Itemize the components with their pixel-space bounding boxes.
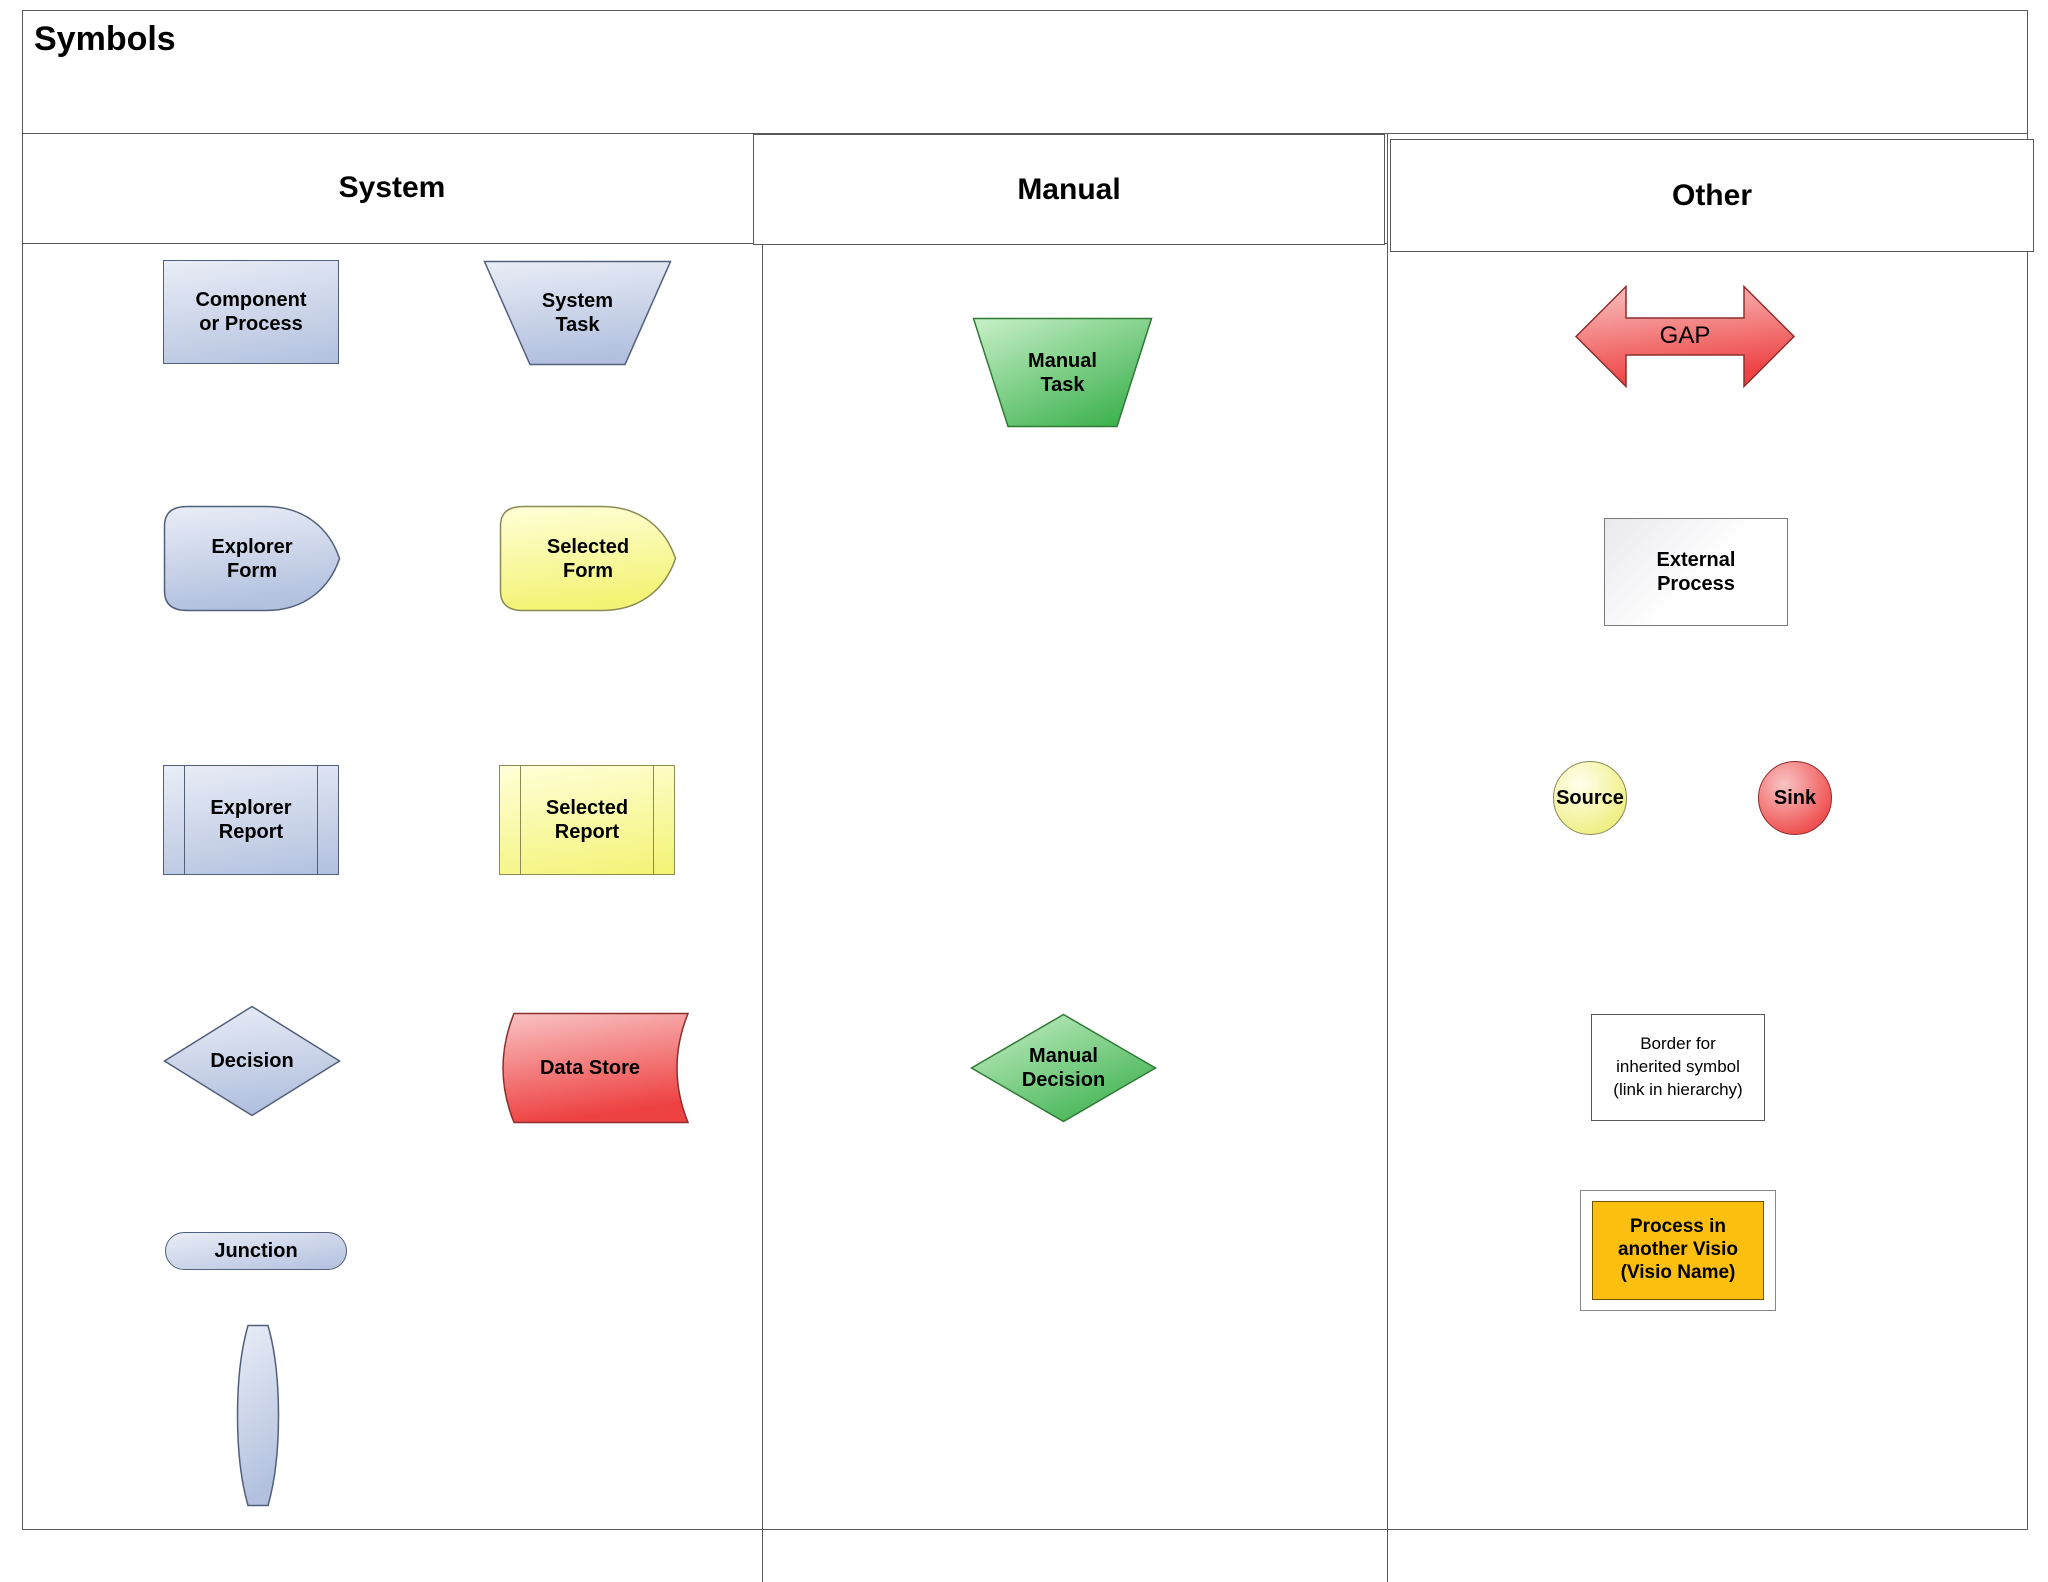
decision-label: Decision [210,1050,294,1072]
explorer-report-left-rule [184,766,185,874]
gap-label: GAP [1659,322,1711,350]
explorer-form-shape: Explorer Form [163,505,341,612]
selected-report-left-rule [520,766,521,874]
external-process-shape: External Process [1604,518,1788,626]
selected-report-label: Selected Report [545,797,629,843]
column-header-other: Other [1390,139,2034,252]
explorer-form-label: Explorer Form [211,535,293,582]
manual-task-label: Manual Task [1028,349,1097,396]
explorer-report-shape: Explorer Report [163,765,339,875]
process-another-visio-label: Process in another Visio (Visio Name) [1617,1216,1738,1283]
data-store-label: Data Store [539,1057,641,1079]
selected-form-label: Selected Form [546,535,630,582]
data-store-shape: Data Store [490,1012,690,1124]
sink-circle: Sink [1758,761,1832,835]
explorer-report-label: Explorer Report [210,797,292,843]
manual-decision-shape: Manual Decision [970,1013,1157,1123]
source-label: Source [1556,786,1624,809]
border-inherited-symbol-label: Border for inherited symbol (link in hie… [1613,1034,1743,1099]
gap-arrow-shape: GAP [1574,284,1796,389]
explorer-report-right-rule [317,766,318,874]
sink-label: Sink [1773,786,1817,809]
system-task-label: System Task [541,290,614,336]
page-title: Symbols [34,20,176,58]
junction-shape: Junction [165,1232,347,1270]
manual-header-label: Manual [1017,172,1121,206]
system-task-shape: System Task [483,260,672,366]
lens-shape [236,1324,280,1507]
junction-label: Junction [214,1239,298,1262]
outer-border [22,10,2028,1530]
system-header-label: System [338,171,446,204]
manual-task-shape: Manual Task [972,317,1153,428]
manual-decision-label: Manual Decision [1021,1045,1106,1091]
source-circle: Source [1553,761,1627,835]
selected-form-shape: Selected Form [499,505,677,612]
external-process-label: External Process [1656,549,1736,595]
process-another-visio-outer: Process in another Visio (Visio Name) [1580,1190,1776,1311]
column-header-system: System [22,133,762,243]
header-bottom-line [22,243,1387,244]
process-another-visio-shape: Process in another Visio (Visio Name) [1592,1201,1764,1300]
column-divider-manual-other [1387,133,1388,1582]
column-divider-system-manual [762,133,763,1582]
component-or-process-label: Component or Process [195,289,307,335]
title-divider [22,133,2028,134]
border-inherited-symbol-shape: Border for inherited symbol (link in hie… [1591,1014,1765,1121]
decision-shape: Decision [163,1005,341,1117]
column-header-manual: Manual [753,134,1385,245]
selected-report-right-rule [653,766,654,874]
component-or-process-shape: Component or Process [163,260,339,364]
other-header-label: Other [1671,178,1752,212]
selected-report-shape: Selected Report [499,765,675,875]
